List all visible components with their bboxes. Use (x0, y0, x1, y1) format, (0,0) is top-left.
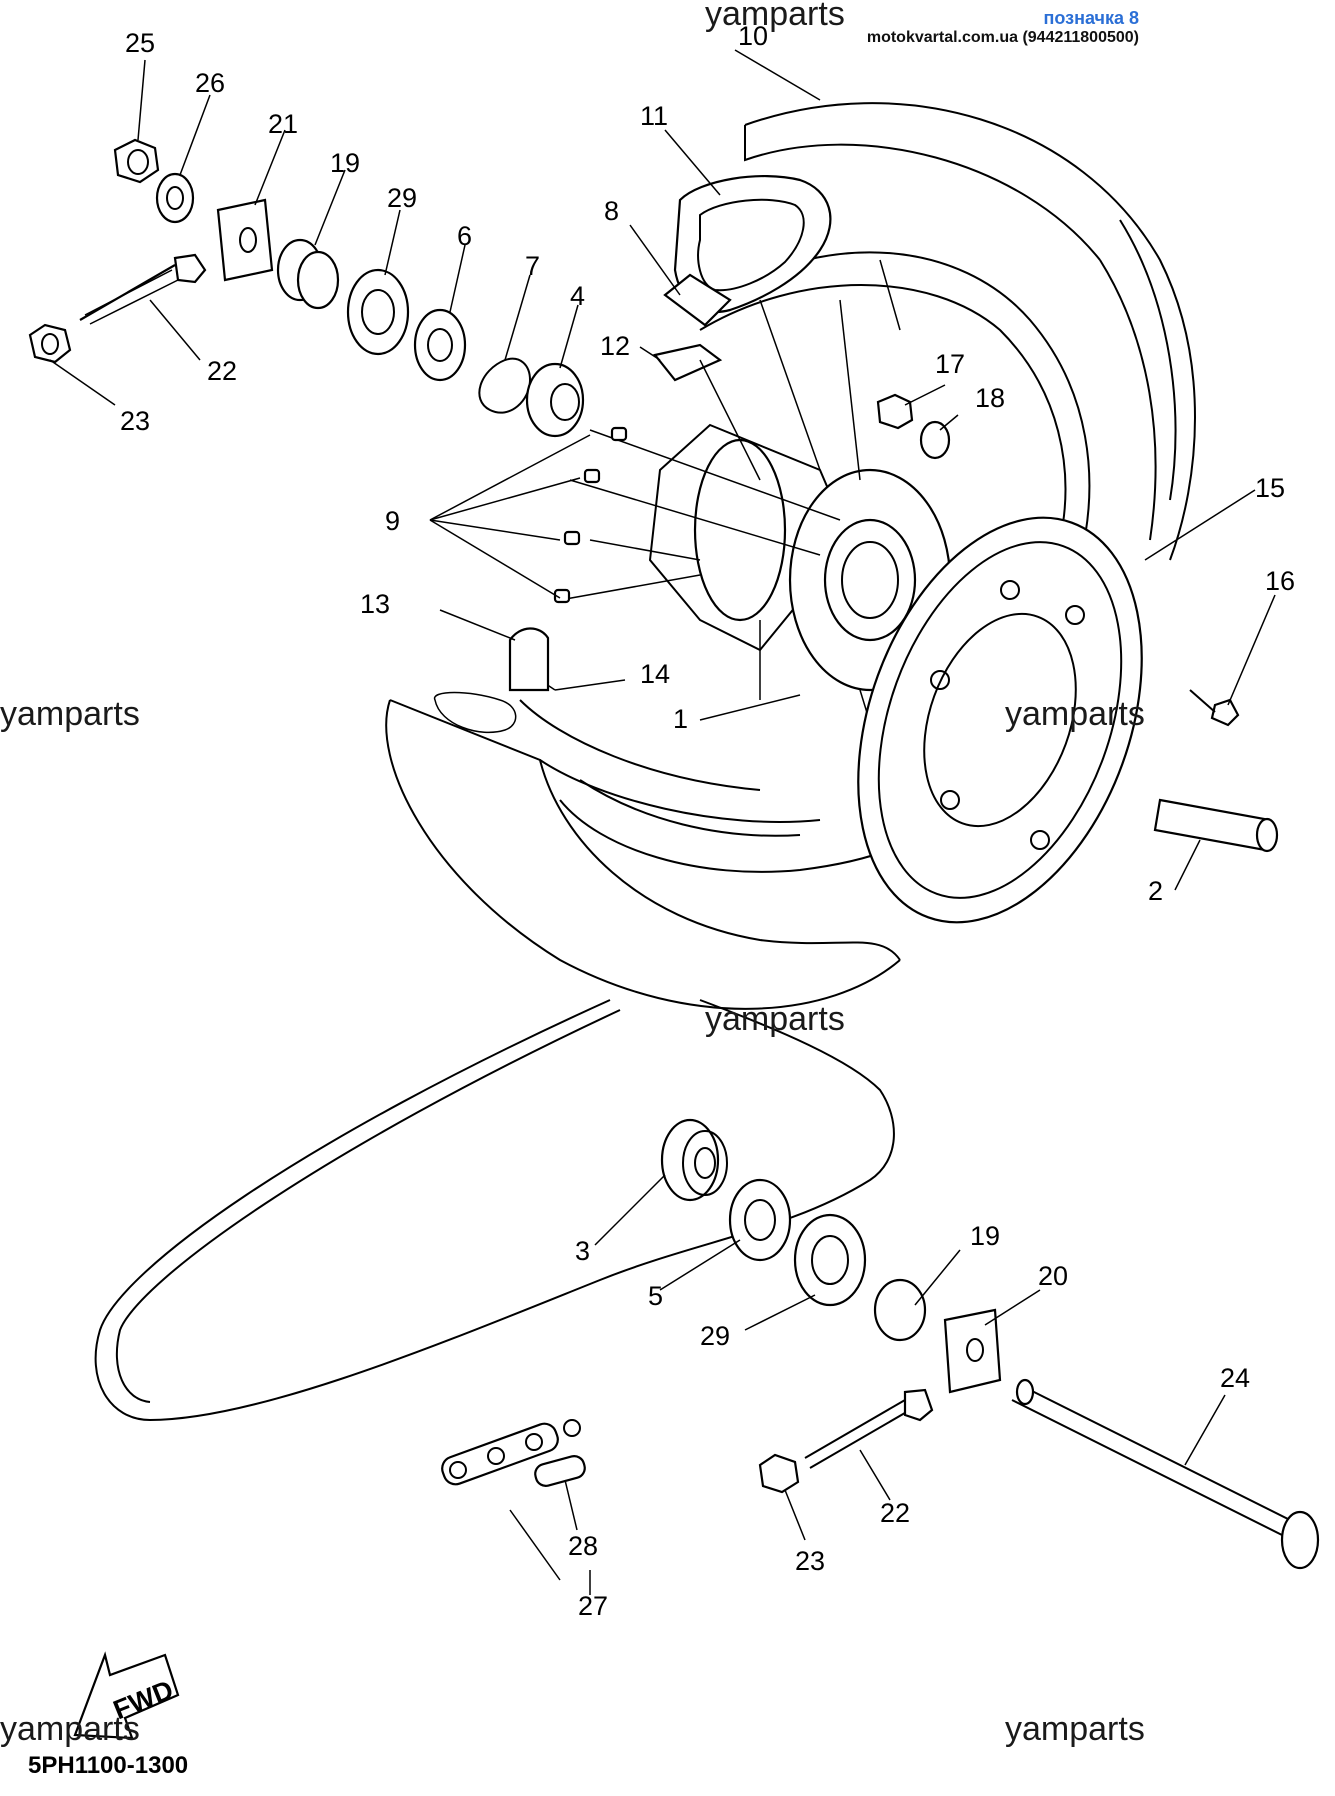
callout-14: 14 (640, 659, 670, 689)
callout-23-bottom: 23 (795, 1546, 825, 1576)
callout-24: 24 (1220, 1363, 1250, 1393)
callout-29-top: 29 (387, 183, 417, 213)
callout-15: 15 (1255, 473, 1285, 503)
spoke-nipple (553, 588, 571, 604)
callout-22-bottom: 22 (880, 1498, 910, 1528)
callout-8: 8 (604, 196, 619, 226)
callout-23-top: 23 (120, 406, 150, 436)
callout-10: 10 (738, 21, 768, 51)
callout-26: 26 (195, 68, 225, 98)
callout-19-bottom: 19 (970, 1221, 1000, 1251)
rim (559, 251, 1091, 873)
callout-7: 7 (525, 251, 540, 281)
callout-17: 17 (935, 349, 965, 379)
collar-2 (1153, 798, 1279, 853)
watermark: yamparts (0, 1710, 140, 1748)
callout-9: 9 (385, 506, 400, 536)
left-side-parts (28, 138, 585, 438)
callout-18: 18 (975, 383, 1005, 413)
callout-16: 16 (1265, 566, 1295, 596)
callout-29-bottom: 29 (700, 1321, 730, 1351)
callout-25: 25 (125, 28, 155, 58)
source-label: motokvartal.com.ua (944211800500) (866, 29, 1139, 46)
callout-12: 12 (600, 331, 630, 361)
callout-1: 1 (673, 704, 688, 734)
callout-21: 21 (268, 109, 298, 139)
rear-sprocket (857, 516, 1143, 924)
watermark: yamparts (1005, 695, 1145, 733)
tube-parts (653, 174, 832, 382)
callout-6: 6 (457, 221, 472, 251)
right-hub-small-parts (508, 393, 1240, 727)
callouts: 1 2 3 4 5 6 7 8 9 10 11 12 13 14 15 16 1… (120, 21, 1295, 1621)
leader-lines (49, 49, 1276, 1595)
callout-28: 28 (568, 1531, 598, 1561)
callout-22-top: 22 (207, 356, 237, 386)
spoke-nipple (610, 426, 628, 442)
drive-chain (94, 999, 895, 1487)
watermark: yamparts (705, 0, 845, 33)
callout-27: 27 (578, 1591, 608, 1621)
callout-20: 20 (1038, 1261, 1068, 1291)
callout-5: 5 (648, 1281, 663, 1311)
diagram-code: 5PH1100-1300 (28, 1752, 189, 1779)
callout-3: 3 (575, 1236, 590, 1266)
spoke-nipple (583, 468, 601, 484)
tag-label: позначка 8 (1043, 8, 1140, 28)
callout-19-top: 19 (330, 148, 360, 178)
right-side-parts (660, 1118, 1320, 1570)
callout-4: 4 (570, 281, 585, 311)
tire (385, 102, 1196, 1010)
watermark: yamparts (1005, 1710, 1145, 1748)
callout-2: 2 (1148, 876, 1163, 906)
watermark: yamparts (0, 695, 140, 733)
chain-joint (441, 1419, 586, 1487)
source-header: позначка 8 motokvartal.com.ua (944211800… (867, 8, 1139, 47)
spoke-nipple (563, 530, 581, 546)
watermark: yamparts (705, 1000, 845, 1038)
watermarks: yamparts yamparts yamparts yamparts yamp… (0, 0, 1145, 1748)
callout-13: 13 (360, 589, 390, 619)
callout-11: 11 (640, 101, 668, 131)
